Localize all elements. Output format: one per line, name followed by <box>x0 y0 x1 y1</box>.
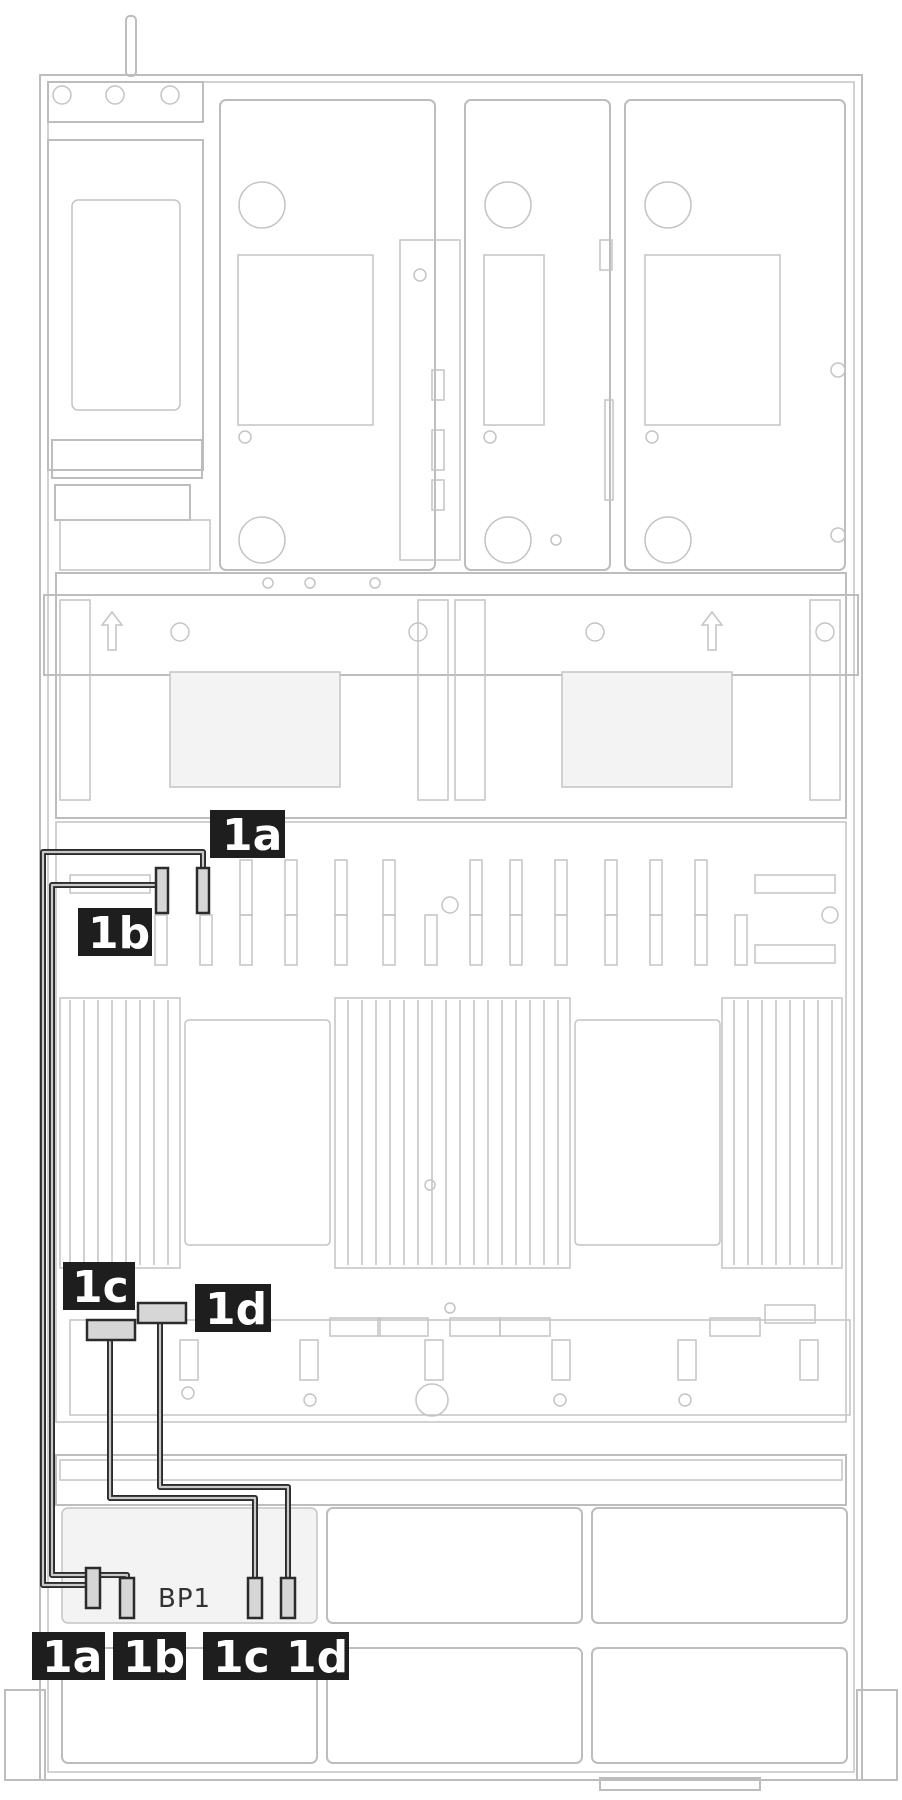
callout-1d-text: 1d <box>205 1284 267 1335</box>
callout-1c-text: 1c <box>72 1262 129 1313</box>
callout-1a-text: 1a <box>222 810 282 861</box>
cpu-socket-1 <box>184 1019 331 1246</box>
connector-1d-backplane <box>279 1576 297 1620</box>
callout-1b-text: 1b <box>88 908 150 959</box>
fan-cage <box>43 572 859 819</box>
connector-1b-backplane <box>118 1576 136 1620</box>
connector-1b-board <box>154 866 170 915</box>
dimm-slots-right <box>733 1000 833 1265</box>
dimm-slots-left <box>69 1000 169 1265</box>
connector-1d-board <box>136 1301 188 1325</box>
riser-card-3 <box>624 99 846 571</box>
system-board <box>55 821 851 1423</box>
cable-1c <box>107 1330 258 1590</box>
cable-1a <box>40 849 206 1588</box>
bottom-label-1d: 1d <box>286 1632 348 1683</box>
callout-1c: 1c <box>63 1262 135 1313</box>
riser-card-2 <box>464 99 611 571</box>
cpu-socket-2 <box>574 1019 721 1246</box>
power-supply-bay <box>47 81 211 571</box>
connectors <box>84 866 297 1620</box>
callout-1b: 1b <box>78 908 152 959</box>
dimm-slots-center <box>347 1000 559 1265</box>
connector-1c-backplane <box>246 1576 264 1620</box>
callout-1a: 1a <box>210 810 285 861</box>
riser-card-1 <box>219 99 436 589</box>
callout-1d: 1d <box>195 1284 271 1335</box>
bottom-labels: 1a 1b 1c 1d <box>32 1632 349 1683</box>
connector-1a-backplane <box>84 1566 102 1610</box>
backplane-label: BP1 <box>158 1584 211 1614</box>
cable-1d <box>157 1310 291 1590</box>
bottom-label-1c: 1c <box>213 1632 270 1683</box>
bottom-label-1b: 1b <box>123 1632 185 1683</box>
connector-1a-board <box>195 866 211 915</box>
riser-middle-board <box>399 239 614 561</box>
bottom-label-1a: 1a <box>42 1632 102 1683</box>
connector-1c-board <box>85 1318 137 1342</box>
